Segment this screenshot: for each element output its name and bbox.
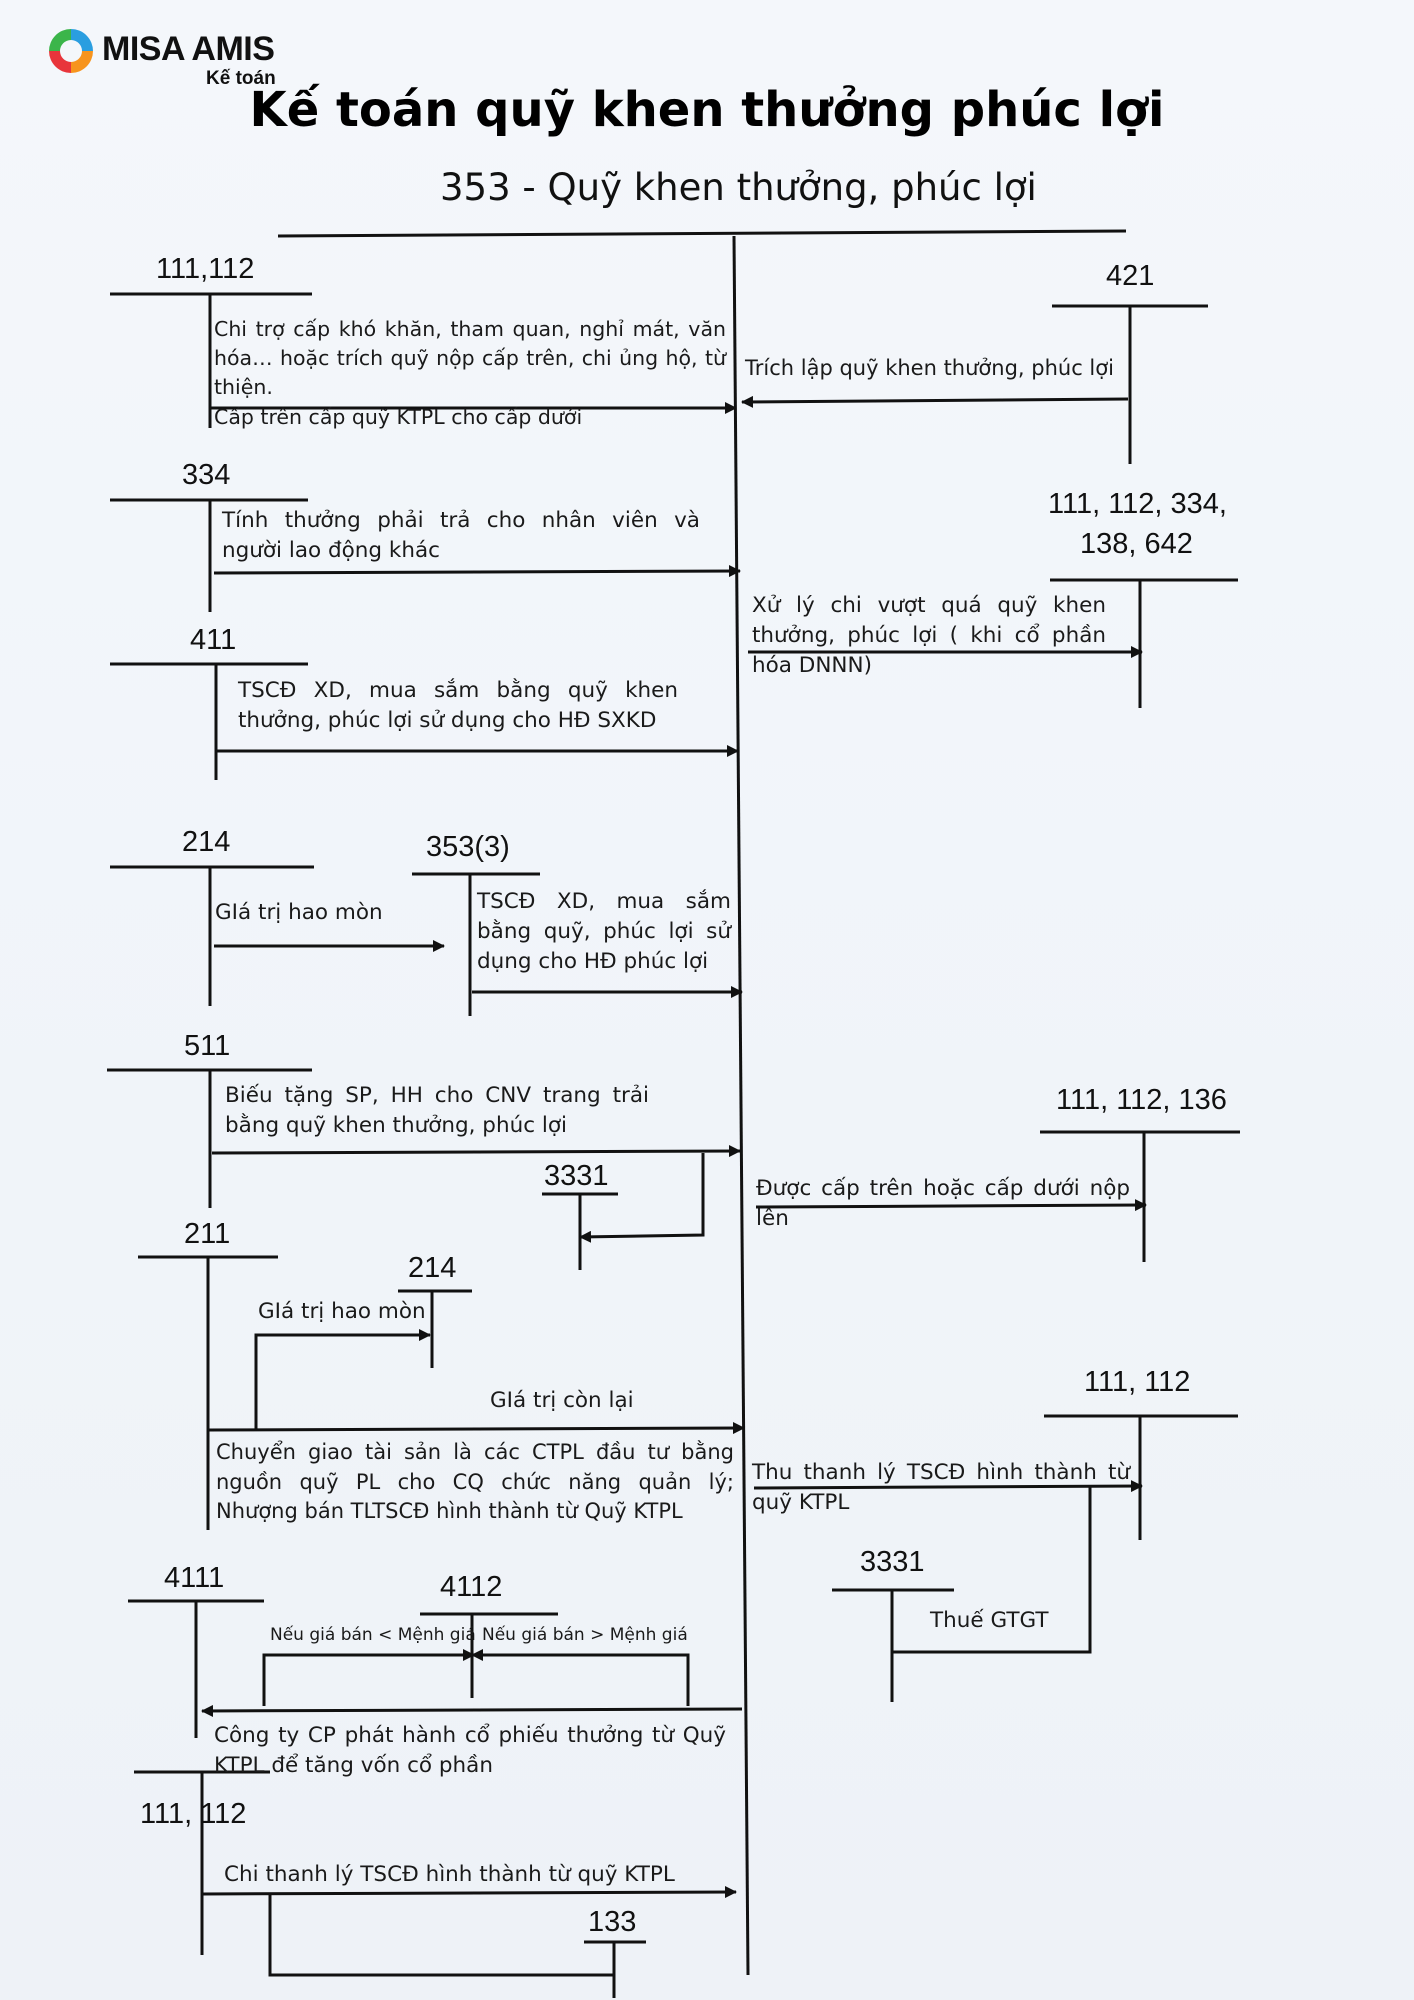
entry-tscd-phuc-loi: TSCĐ XD, mua sắm bằng quỹ, phúc lợi sử d… bbox=[477, 889, 731, 974]
account-4112: 4112 bbox=[440, 1571, 503, 1603]
account-353-3: 353(3) bbox=[426, 831, 510, 863]
entry-chi-thanh-ly: Chi thanh lý TSCĐ hình thành từ quỹ KTPL bbox=[224, 1862, 675, 1887]
entry-gia-tri-hao-mon-a: GIá trị hao mòn bbox=[215, 900, 383, 925]
account-334: 334 bbox=[182, 459, 231, 491]
account-214-a: 214 bbox=[182, 826, 231, 858]
entry-tscd-sxkd: TSCĐ XD, mua sắm bằng quỹ khen thưởng, p… bbox=[238, 678, 678, 733]
account-133: 133 bbox=[588, 1906, 637, 1938]
brand-subtitle: Kế toán bbox=[206, 68, 276, 89]
misa-amis-logo: MISA AMIS Kế toán bbox=[46, 26, 366, 96]
entry-cap-tren-cap-quy: Cấp trên cấp quỹ KTPL cho cấp dưới bbox=[214, 405, 583, 429]
account-211: 211 bbox=[184, 1218, 231, 1250]
page-title: Kế toán quỹ khen thưởng phúc lợi bbox=[249, 82, 1165, 138]
entry-chi-tro-cap: Chi trợ cấp khó khăn, tham quan, nghỉ má… bbox=[214, 317, 726, 399]
entry-bieu-tang: Biếu tặng SP, HH cho CNV trang trải bằng… bbox=[225, 1083, 649, 1138]
entry-tinh-thuong: Tính thưởng phải trả cho nhân viên và ng… bbox=[222, 508, 700, 563]
entry-trich-lap-quy: Trích lập quỹ khen thưởng, phúc lợi bbox=[745, 356, 1114, 380]
account-111-112-136: 111, 112, 136 bbox=[1056, 1084, 1227, 1116]
misa-logo-icon bbox=[49, 29, 93, 73]
main-account-title: 353 - Quỹ khen thưởng, phúc lợi bbox=[440, 166, 1037, 209]
entry-gia-ban-nho-hon: Nếu giá bán < Mệnh giá bbox=[270, 1625, 476, 1645]
account-111-112-mid: 111, 112 bbox=[1084, 1366, 1191, 1398]
account-111-112-top: 111,112 bbox=[156, 253, 255, 285]
account-411: 411 bbox=[190, 624, 237, 656]
account-3331-b: 3331 bbox=[860, 1546, 925, 1578]
account-214-b: 214 bbox=[408, 1252, 457, 1284]
account-511: 511 bbox=[184, 1030, 231, 1062]
entry-chuyen-giao-tai-san: Chuyển giao tài sản là các CTPL đầu tư b… bbox=[216, 1440, 734, 1523]
entry-thu-thanh-ly: Thu thanh lý TSCĐ hình thành từ quỹ KTPL bbox=[752, 1460, 1130, 1515]
entry-gia-tri-hao-mon-b: GIá trị hao mòn bbox=[258, 1299, 426, 1324]
account-3331-a: 3331 bbox=[544, 1160, 609, 1192]
entry-phat-hanh-co-phieu: Công ty CP phát hành cổ phiếu thưởng từ … bbox=[214, 1723, 726, 1778]
entry-gia-tri-con-lai: GIá trị còn lại bbox=[490, 1388, 634, 1413]
account-111-112-334-line1: 111, 112, 334, bbox=[1048, 488, 1227, 520]
entry-thue-gtgt: Thuế GTGT bbox=[930, 1608, 1049, 1633]
brand-name: MISA AMIS bbox=[102, 30, 275, 68]
entry-gia-ban-lon-hon: Nếu giá bán > Mệnh giá bbox=[482, 1625, 688, 1645]
entry-duoc-cap-tren: Được cấp trên hoặc cấp dưới nộp lên bbox=[756, 1176, 1130, 1231]
account-4111: 4111 bbox=[164, 1562, 225, 1594]
entry-xu-ly-chi-vuot: Xử lý chi vượt quá quỹ khen thưởng, phúc… bbox=[752, 593, 1106, 678]
account-111-112-334-line2: 138, 642 bbox=[1080, 528, 1193, 560]
account-421: 421 bbox=[1106, 260, 1155, 292]
account-111-112-bottom: 111, 112 bbox=[140, 1798, 247, 1830]
